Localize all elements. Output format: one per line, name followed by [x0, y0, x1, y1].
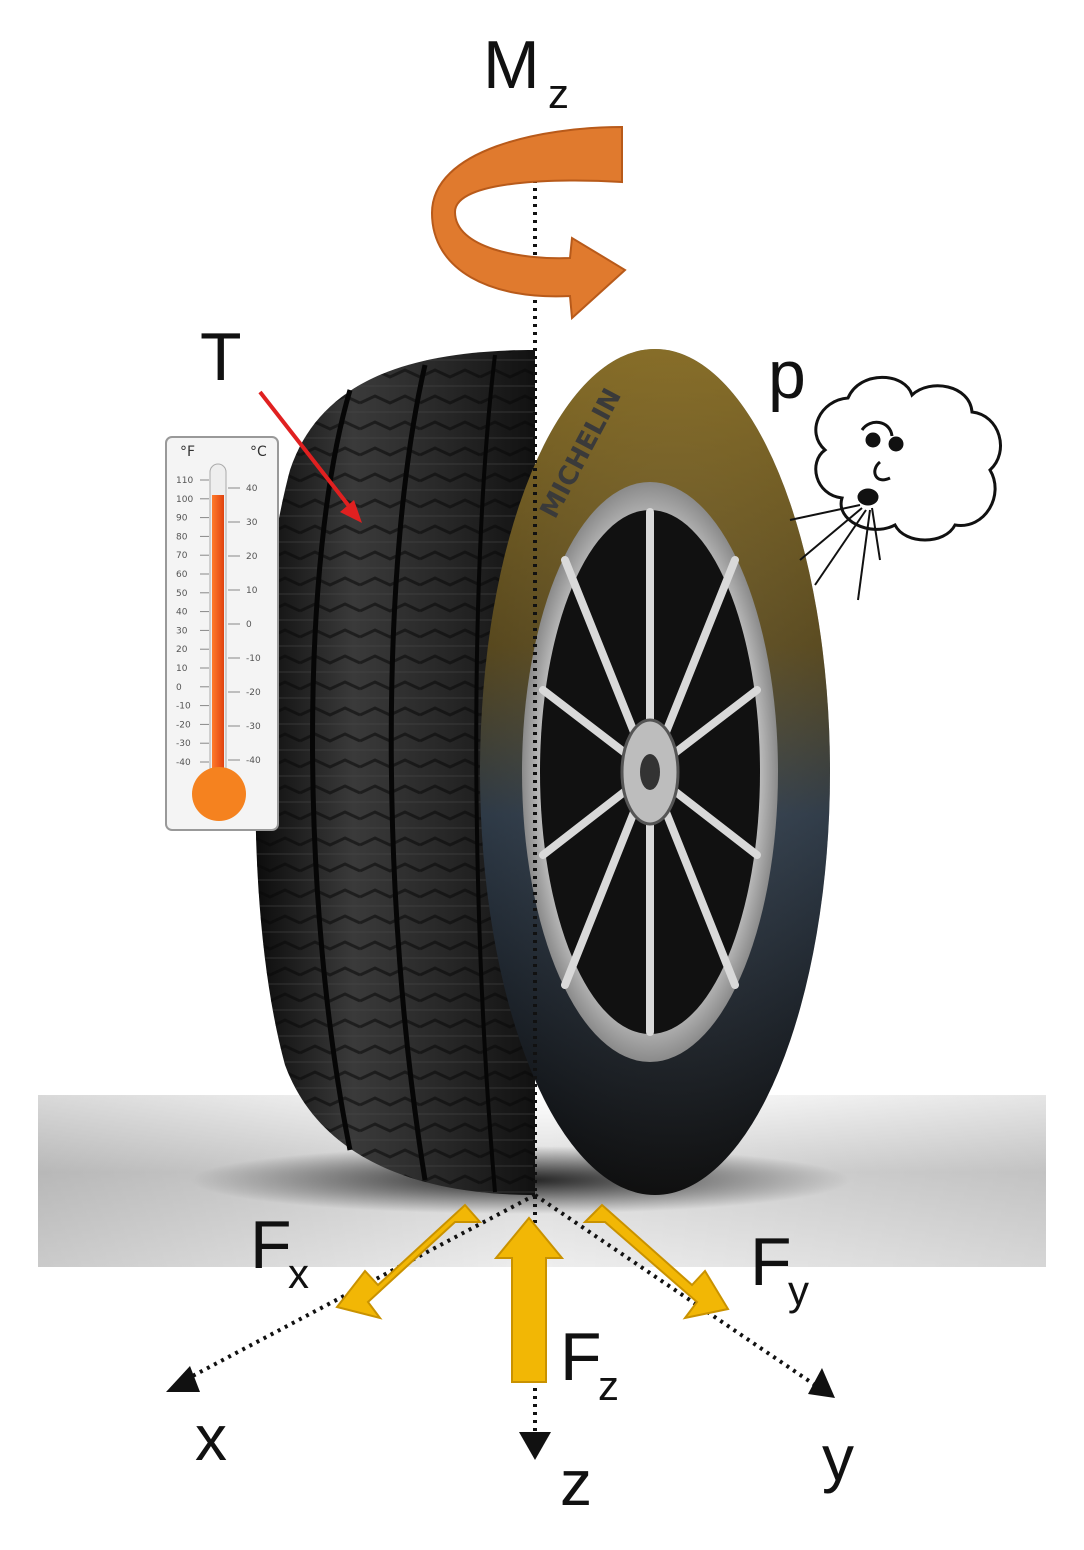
- moment-arrow-icon: [430, 125, 627, 321]
- y-axis-label: y: [822, 1422, 854, 1494]
- thermometer-unit-c: °C: [250, 444, 267, 460]
- thermometer-c-tick: -20: [246, 688, 261, 698]
- thermometer-c-tick: 20: [246, 552, 258, 562]
- ground-plane: [38, 1095, 1046, 1267]
- thermometer-c-tick: 10: [246, 586, 258, 596]
- temperature-pointer-arrow: [258, 390, 362, 523]
- thermometer-c-tick: 0: [246, 620, 252, 630]
- thermometer-unit-f: °F: [180, 444, 195, 460]
- x-axis-line: [166, 1193, 536, 1392]
- thermometer-icon: °F °C 1101009080706050403020100-10-20-30…: [165, 436, 279, 831]
- temperature-label: T: [200, 319, 242, 395]
- wheel-rim: [522, 482, 778, 1062]
- force-x-label: F: [250, 1207, 292, 1283]
- force-z-label: F: [560, 1319, 602, 1395]
- thermometer-c-tick: -30: [246, 722, 261, 732]
- moment-label: M: [483, 27, 540, 103]
- thermometer-f-tick: 40: [176, 608, 188, 618]
- x-axis-label: x: [195, 1402, 227, 1474]
- force-z-label-subscript: z: [598, 1362, 619, 1409]
- z-axis-label: z: [560, 1447, 592, 1519]
- thermometer-f-tick: 100: [176, 495, 193, 505]
- thermometer-f-tick: 20: [176, 645, 188, 655]
- wind-cloud-icon: [789, 375, 1002, 601]
- thermometer-c-tick: 40: [246, 484, 258, 494]
- force-arrow-z: [493, 1216, 565, 1383]
- thermometer-f-tick: 70: [176, 551, 188, 561]
- thermometer-c-tick: 30: [246, 518, 258, 528]
- z-axis-line: [519, 148, 551, 1460]
- force-arrow-x: [335, 1203, 483, 1320]
- thermometer-f-tick: -20: [176, 720, 191, 730]
- thermometer-f-tick: 90: [176, 514, 188, 524]
- thermometer-f-tick: 110: [176, 476, 193, 486]
- force-y-label: F: [750, 1224, 792, 1300]
- thermometer-f-tick: -10: [176, 702, 191, 712]
- thermometer-f-tick: 10: [176, 664, 188, 674]
- moment-label-subscript: z: [548, 70, 569, 117]
- thermometer-f-tick: 0: [176, 683, 182, 693]
- force-arrow-y: [582, 1203, 730, 1320]
- pressure-label: p: [768, 337, 806, 413]
- thermometer-f-tick: 80: [176, 532, 188, 542]
- thermometer-f-tick: -30: [176, 739, 191, 749]
- thermometer-c-tick: -10: [246, 654, 261, 664]
- thermometer-f-tick: 30: [176, 626, 188, 636]
- thermometer-c-tick: -40: [246, 756, 261, 766]
- force-x-label-subscript: x: [288, 1250, 309, 1297]
- force-y-label-subscript: y: [788, 1267, 809, 1314]
- thermometer-f-tick: 50: [176, 589, 188, 599]
- thermometer-f-tick: 60: [176, 570, 188, 580]
- y-axis-line: [533, 1193, 835, 1398]
- thermometer-c-scale: 40 30 20 10 0 -10 -20 -30 -40: [228, 484, 261, 766]
- thermometer-f-tick: -40: [176, 758, 191, 768]
- tire: MICHELIN: [255, 349, 830, 1195]
